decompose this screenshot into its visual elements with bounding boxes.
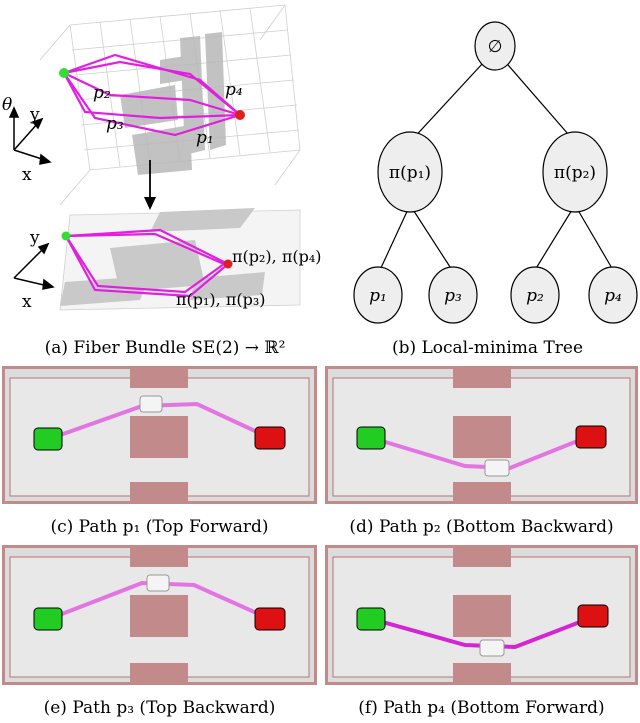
label-p2: p₂ bbox=[93, 83, 111, 103]
goal-robot bbox=[575, 425, 607, 449]
tree-root-label: ∅ bbox=[488, 37, 503, 57]
tree-leaf-label: p₄ bbox=[604, 286, 622, 306]
obstacle-middle bbox=[453, 595, 511, 637]
caption-c: (c) Path p₁ (Top Forward) bbox=[50, 517, 269, 537]
start-point-2d bbox=[61, 231, 71, 241]
label-p4: p₄ bbox=[225, 80, 243, 100]
axis-triad-bottom bbox=[13, 242, 55, 290]
axis-y-label: y bbox=[29, 105, 40, 125]
obstacle-bottom bbox=[130, 482, 188, 504]
axis-triad-top bbox=[8, 106, 52, 165]
caption-f: (f) Path p₄ (Bottom Forward) bbox=[358, 698, 605, 718]
scene-f bbox=[325, 545, 638, 685]
caption-d: (d) Path p₂ (Bottom Backward) bbox=[349, 517, 614, 537]
label-p3: p₃ bbox=[106, 114, 124, 134]
tree-node-label: π(p₁) bbox=[389, 163, 431, 183]
goal-robot bbox=[254, 426, 286, 450]
scene-e bbox=[2, 545, 317, 685]
obstacle-top bbox=[130, 545, 188, 567]
fiber-bundle-figure: θ y x p₂ p₃ p₄ p₁ bbox=[2, 4, 321, 312]
axis-x-label: x bbox=[22, 165, 32, 185]
scene-render bbox=[2, 545, 317, 685]
obstacle-bottom bbox=[453, 482, 511, 504]
axis-theta-label: θ bbox=[2, 95, 12, 115]
start-robot bbox=[356, 426, 386, 450]
paths-3d bbox=[63, 53, 241, 137]
tree-leaf-p3 bbox=[428, 266, 478, 324]
goal-point bbox=[235, 110, 245, 120]
tree-figure: ∅ π(p₁) π(p₂) p₁ p₃ p₂ p₄ bbox=[353, 21, 638, 324]
tree-leaf-label: p₃ bbox=[444, 286, 462, 306]
obstacle-bottom bbox=[453, 663, 511, 685]
tree-node-pi-p1 bbox=[377, 131, 443, 213]
obstacle-middle bbox=[453, 416, 511, 458]
tree-leaf-p2 bbox=[510, 266, 560, 324]
tree-node-label: π(p₂) bbox=[554, 163, 596, 183]
ghost-robot bbox=[484, 459, 510, 477]
axis-y-label-2d: y bbox=[29, 228, 40, 248]
tree-edges bbox=[379, 49, 614, 271]
projection-arrow bbox=[144, 160, 156, 210]
obstacle-middle bbox=[130, 595, 188, 637]
obstacle-middle bbox=[130, 416, 188, 458]
tree-leaf-label: p₁ bbox=[369, 286, 387, 306]
scene-render bbox=[325, 366, 638, 504]
scene-d bbox=[325, 366, 638, 504]
ghost-robot bbox=[479, 639, 505, 657]
tree-root-node bbox=[474, 21, 516, 71]
projection-label-top: π(p₂), π(p₄) bbox=[232, 247, 321, 266]
projection-label-bottom: π(p₁), π(p₃) bbox=[176, 290, 265, 309]
paths-2d bbox=[65, 228, 230, 298]
scene-render bbox=[2, 366, 317, 504]
goal-robot bbox=[254, 607, 286, 631]
goal-point-2d bbox=[223, 259, 233, 269]
axis-x-label-2d: x bbox=[22, 292, 32, 312]
fiber-bundle-panel: θ y x p₂ p₃ p₄ p₁ bbox=[0, 0, 330, 330]
start-point bbox=[59, 68, 69, 78]
caption-b: (b) Local-minima Tree bbox=[391, 338, 584, 358]
label-p1: p₁ bbox=[196, 128, 214, 148]
robot-path bbox=[48, 401, 271, 441]
tree-node-pi-p2 bbox=[542, 131, 608, 213]
caption-a: (a) Fiber Bundle SE(2) → ℝ² bbox=[44, 338, 286, 358]
tree-leaf-p1 bbox=[353, 266, 403, 324]
start-robot bbox=[33, 427, 63, 451]
caption-e: (e) Path p₃ (Top Backward) bbox=[43, 698, 276, 718]
goal-robot bbox=[577, 604, 609, 628]
ghost-robot bbox=[139, 395, 163, 413]
start-robot bbox=[33, 607, 63, 631]
scene-c bbox=[2, 366, 317, 504]
obstacle-top bbox=[453, 366, 511, 388]
start-robot bbox=[356, 607, 386, 631]
tree-leaf-p4 bbox=[588, 266, 638, 324]
tree-leaf-label: p₂ bbox=[526, 286, 544, 306]
scene-render bbox=[325, 545, 638, 685]
obstacle-top bbox=[453, 545, 511, 567]
obstacle-bottom bbox=[130, 663, 188, 685]
tree-panel: ∅ π(p₁) π(p₂) p₁ p₃ p₂ p₄ bbox=[335, 0, 640, 330]
ghost-robot bbox=[146, 574, 170, 592]
obstacle-sheets bbox=[120, 32, 226, 175]
obstacle-top bbox=[130, 366, 188, 388]
